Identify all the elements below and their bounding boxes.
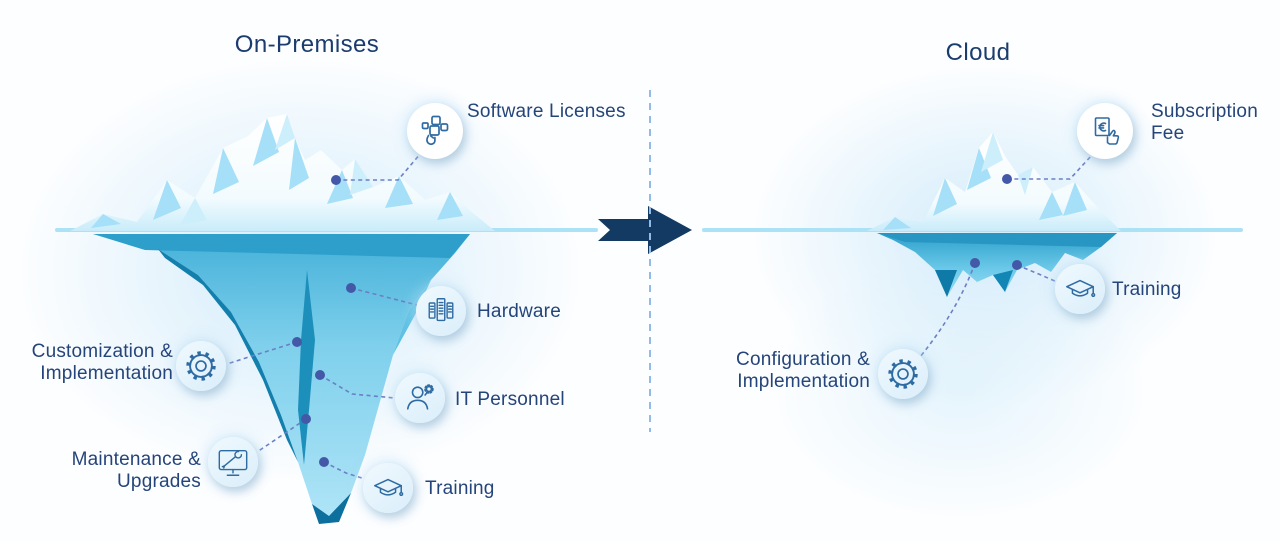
hardware-icon	[428, 298, 454, 322]
configuration-badge	[878, 349, 928, 399]
connector-dots	[292, 174, 1022, 467]
gear-icon	[888, 359, 918, 389]
maintenance-badge	[208, 437, 258, 487]
training-icon	[1066, 279, 1096, 297]
cloud-iceberg-above	[867, 132, 1121, 231]
training-label-cloud: Training	[1112, 279, 1182, 300]
subscription-fee-label: Subscription Fee	[1151, 101, 1258, 144]
maintenance-label-line2: Upgrades	[117, 470, 201, 492]
hardware-label: Hardware	[477, 301, 561, 322]
customization-badge	[176, 341, 226, 391]
customization-label-line2: Implementation	[40, 362, 173, 384]
subscription-fee-icon	[1094, 117, 1120, 145]
cloud-title: Cloud	[945, 39, 1011, 66]
customization-label-line1: Customization &	[31, 341, 173, 362]
subscription-fee-label-line1: Subscription	[1151, 101, 1258, 122]
maintenance-icon	[218, 449, 248, 476]
cloud-iceberg	[867, 132, 1121, 297]
maintenance-label: Maintenance & Upgrades	[55, 449, 201, 492]
training-badge-cloud	[1055, 264, 1105, 314]
onprem-iceberg-above	[70, 114, 495, 231]
it-personnel-badge	[395, 373, 445, 423]
customization-label: Customization & Implementation	[25, 341, 173, 384]
transition-arrow-icon	[598, 206, 692, 254]
onprem-title: On-Premises	[234, 31, 380, 58]
maintenance-label-line1: Maintenance &	[71, 449, 201, 470]
subscription-fee-label-line2: Fee	[1151, 122, 1185, 144]
software-licenses-icon	[421, 115, 449, 146]
hardware-badge	[416, 286, 466, 336]
onprem-iceberg	[70, 114, 495, 524]
configuration-label-line1: Configuration &	[736, 349, 870, 370]
it-personnel-icon	[406, 384, 434, 410]
subscription-fee-badge	[1077, 103, 1133, 159]
configuration-label: Configuration & Implementation	[722, 349, 870, 392]
training-badge-onprem	[363, 463, 413, 513]
gear-icon	[186, 351, 216, 381]
training-label-onprem: Training	[425, 478, 495, 499]
it-personnel-label: IT Personnel	[455, 389, 565, 410]
software-licenses-badge	[407, 103, 463, 159]
training-icon	[374, 478, 404, 496]
software-licenses-label: Software Licenses	[467, 101, 626, 122]
cloud-iceberg-underwater	[877, 233, 1117, 297]
connector-lines	[226, 152, 1093, 480]
configuration-label-line2: Implementation	[737, 370, 870, 392]
